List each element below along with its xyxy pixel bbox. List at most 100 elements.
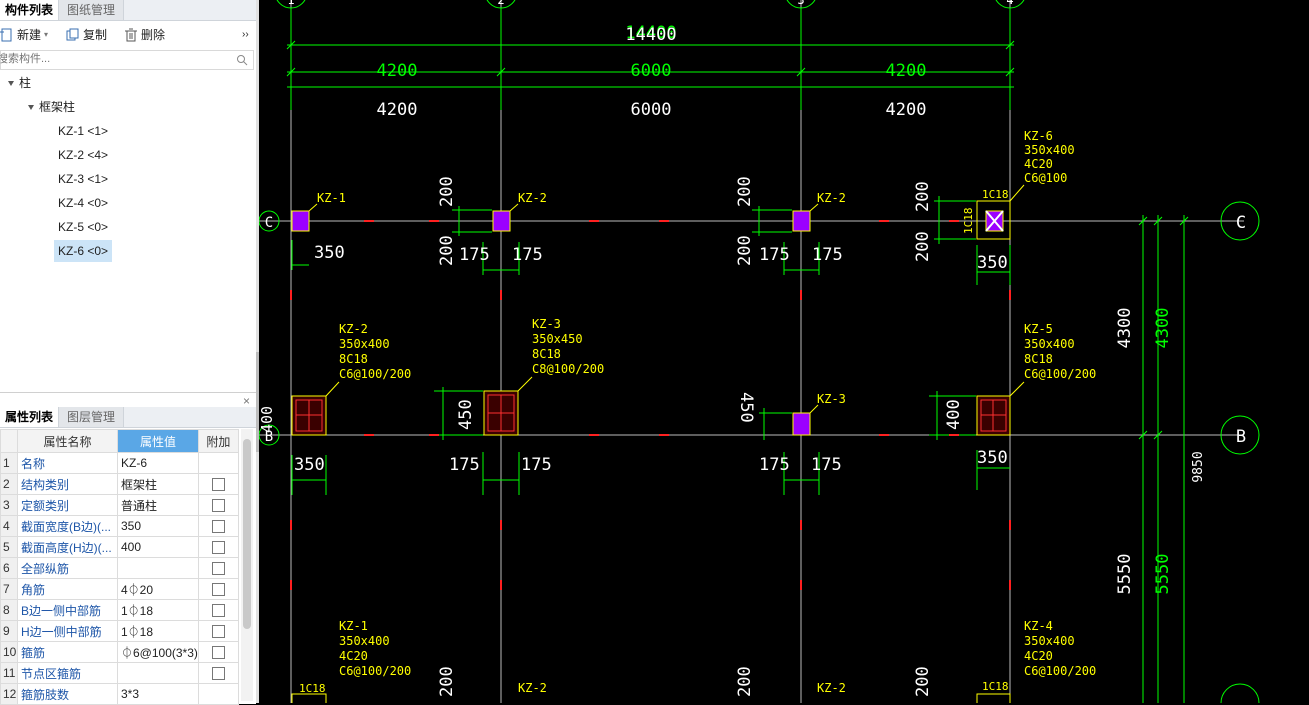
property-name[interactable]: B边一侧中部筋 xyxy=(17,599,118,621)
extra-checkbox[interactable] xyxy=(211,540,225,554)
tab-layer-management[interactable]: 图层管理 xyxy=(59,407,124,427)
header-property-name: 属性名称 xyxy=(17,429,118,453)
property-value[interactable] xyxy=(117,557,199,579)
close-icon[interactable]: × xyxy=(242,394,250,408)
search-input[interactable] xyxy=(0,51,222,67)
property-value[interactable]: ⏀6@100(3*3) xyxy=(117,641,199,663)
tree-item-kz4[interactable]: KZ-4 <0> xyxy=(58,196,109,210)
extra-checkbox[interactable] xyxy=(211,666,225,680)
splitter-grip[interactable] xyxy=(256,352,259,452)
property-value[interactable]: 350 xyxy=(117,515,199,537)
axis-label-2: 2 xyxy=(497,0,504,7)
tree-item-kz5[interactable]: KZ-5 <0> xyxy=(58,220,109,234)
extra-checkbox[interactable] xyxy=(211,561,225,575)
cad-canvas[interactable]: 1 2 3 4 14400 14400 4200 6000 4200 4200 … xyxy=(259,0,1309,703)
property-name[interactable]: 结构类别 xyxy=(17,473,118,495)
toolbar-more-button[interactable]: ›› xyxy=(242,29,249,40)
new-button[interactable]: 新建 ▾ xyxy=(0,26,48,44)
label-kz5-bars: 8C18 xyxy=(1024,352,1053,366)
tab-component-list[interactable]: 构件列表 xyxy=(0,0,59,20)
extra-checkbox[interactable] xyxy=(211,519,225,533)
extra-checkbox[interactable] xyxy=(211,477,225,491)
panel-splitter[interactable] xyxy=(256,0,259,703)
tree-item-kz3[interactable]: KZ-3 <1> xyxy=(58,172,109,186)
tree-item-kz2[interactable]: KZ-2 <4> xyxy=(58,148,109,162)
property-value[interactable]: 4⏀20 xyxy=(117,578,199,600)
extra-cell xyxy=(197,662,239,684)
column-kz6-outline[interactable] xyxy=(976,200,1011,240)
property-name[interactable]: 截面高度(H边)(... xyxy=(17,536,118,558)
tree-item-kz1[interactable]: KZ-1 <1> xyxy=(58,124,109,138)
property-name[interactable]: 全部纵筋 xyxy=(17,557,118,579)
column-kz3-b3[interactable] xyxy=(792,412,811,436)
property-name[interactable]: 节点区箍筋 xyxy=(17,662,118,684)
axis-label-3: 3 xyxy=(797,0,804,7)
label-kz3-b3: KZ-3 xyxy=(817,392,846,406)
canvas-background[interactable] xyxy=(259,0,1309,703)
expand-caret-icon[interactable] xyxy=(8,81,14,87)
dim-span-1: 4200 xyxy=(377,100,418,120)
property-value[interactable]: 3*3 xyxy=(117,683,199,705)
property-name[interactable]: 箍筋 xyxy=(17,641,118,663)
dim-kz1-350: 350 xyxy=(314,243,345,263)
label-rebar-bottom-left: 1C18 xyxy=(299,682,326,695)
property-name[interactable]: 角筋 xyxy=(17,578,118,600)
property-value[interactable]: 1⏀18 xyxy=(117,599,199,621)
expand-caret-icon[interactable] xyxy=(28,105,34,111)
property-name[interactable]: 名称 xyxy=(17,452,118,474)
new-dropdown-icon[interactable]: ▾ xyxy=(44,30,49,39)
column-kz1[interactable] xyxy=(291,210,310,232)
column-kz2-c3[interactable] xyxy=(792,210,811,232)
row-number: 4 xyxy=(0,515,18,537)
dim-b1-400: 400 xyxy=(259,406,276,433)
dim-span-3: 4200 xyxy=(886,100,927,120)
property-scrollbar[interactable] xyxy=(241,429,253,701)
label-kz4-size: 350x400 xyxy=(1024,634,1075,648)
label-kz1: KZ-1 xyxy=(317,191,346,205)
extra-checkbox[interactable] xyxy=(211,582,225,596)
tab-drawing-management[interactable]: 图纸管理 xyxy=(59,0,124,20)
search-icon[interactable] xyxy=(236,54,248,66)
property-value[interactable]: 框架柱 xyxy=(117,473,199,495)
property-value[interactable]: 普通柱 xyxy=(117,494,199,516)
property-name[interactable]: 箍筋肢数 xyxy=(17,683,118,705)
property-name[interactable]: H边一侧中部筋 xyxy=(17,620,118,642)
column-kz2-c2[interactable] xyxy=(492,210,511,232)
label-kz3-b-name: KZ-3 xyxy=(532,317,561,331)
top-axis-bubbles xyxy=(276,0,1025,110)
label-kz1-bottom-name: KZ-1 xyxy=(339,619,368,633)
property-value[interactable] xyxy=(117,662,199,684)
extra-checkbox[interactable] xyxy=(211,498,225,512)
axis-label-4: 4 xyxy=(1006,0,1013,7)
property-name[interactable]: 截面宽度(B边)(... xyxy=(17,515,118,537)
axis-label-1: 1 xyxy=(287,0,294,7)
extra-checkbox[interactable] xyxy=(211,603,225,617)
tree-node-frame-column[interactable]: 框架柱 xyxy=(28,96,75,118)
property-value[interactable]: KZ-6 xyxy=(117,452,199,474)
tree-item-kz6[interactable]: KZ-6 <0> xyxy=(54,240,113,262)
delete-button[interactable]: 删除 xyxy=(124,26,165,44)
row-c-local-dims xyxy=(291,196,1011,285)
tab-property-list[interactable]: 属性列表 xyxy=(0,407,59,427)
property-value[interactable]: 1⏀18 xyxy=(117,620,199,642)
tree-node-column[interactable]: 柱 xyxy=(8,72,31,94)
extra-checkbox[interactable] xyxy=(211,624,225,638)
copy-button[interactable]: 复制 xyxy=(66,26,107,44)
scrollbar-thumb[interactable] xyxy=(243,439,251,629)
extra-checkbox[interactable] xyxy=(211,645,225,659)
property-value[interactable]: 400 xyxy=(117,536,199,558)
leader-kz6 xyxy=(1009,184,1025,202)
property-name[interactable]: 定额类别 xyxy=(17,494,118,516)
